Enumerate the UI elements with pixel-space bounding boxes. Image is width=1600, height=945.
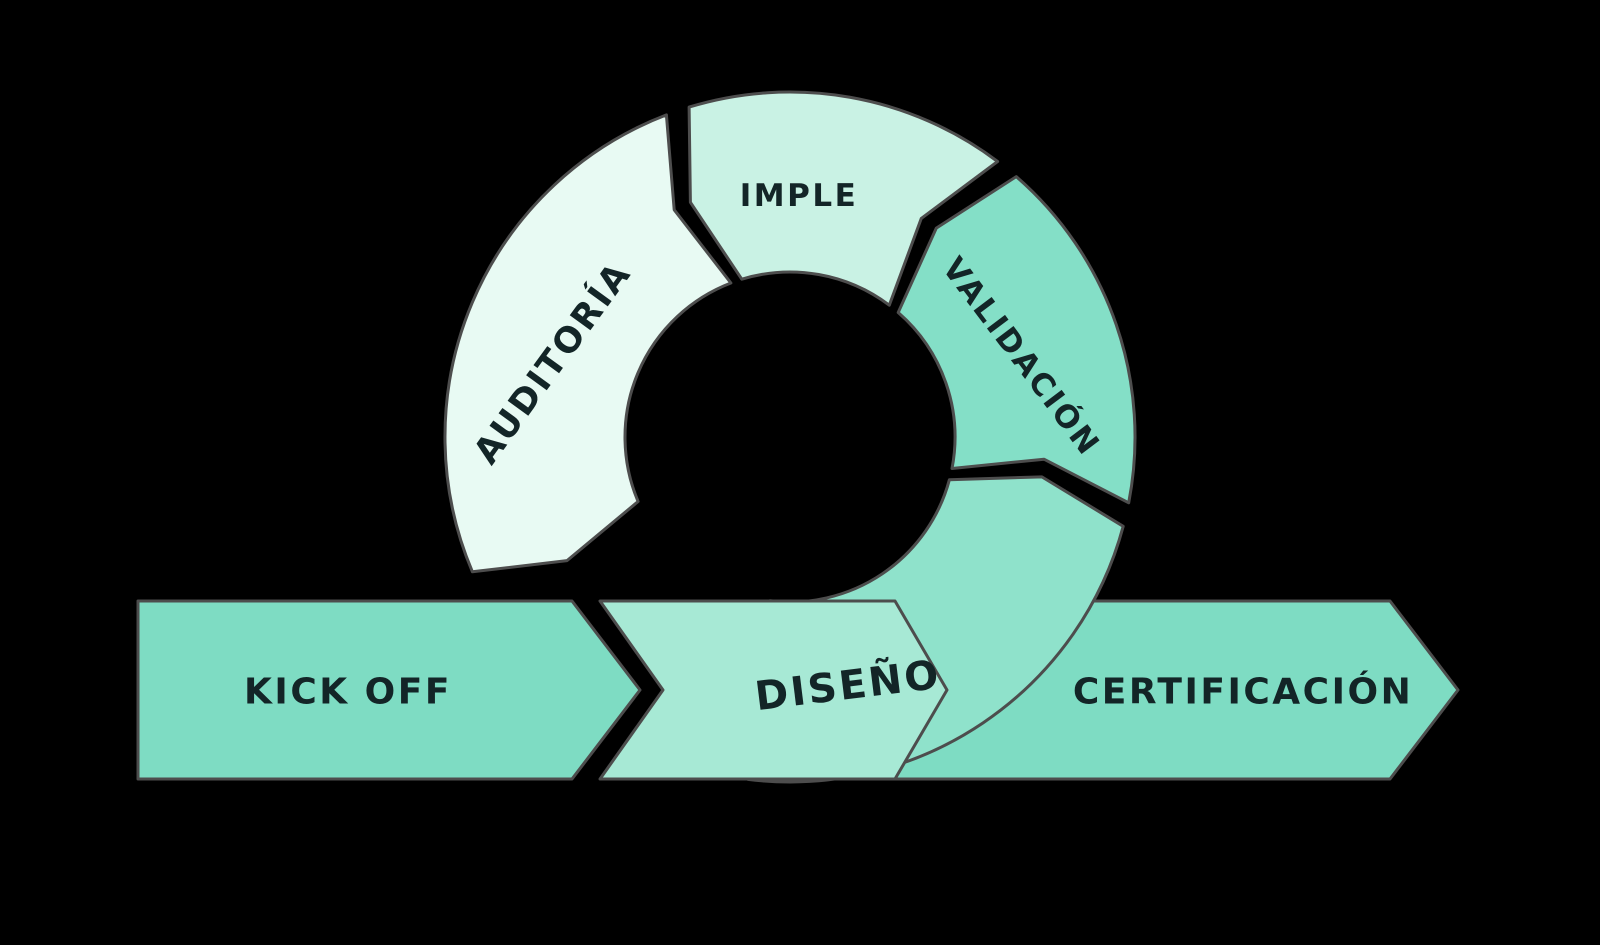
label-imple: IMPLE xyxy=(740,178,859,214)
segment-imple xyxy=(687,90,1000,307)
segment-kickoff-arrow xyxy=(136,599,642,781)
segment-diseno-band xyxy=(598,599,949,781)
label-kickoff: KICK OFF xyxy=(244,672,452,713)
segment-auditoria xyxy=(443,113,733,574)
segment-validacion xyxy=(896,175,1137,505)
label-certificacion: CERTIFICACIÓN xyxy=(1073,671,1413,713)
